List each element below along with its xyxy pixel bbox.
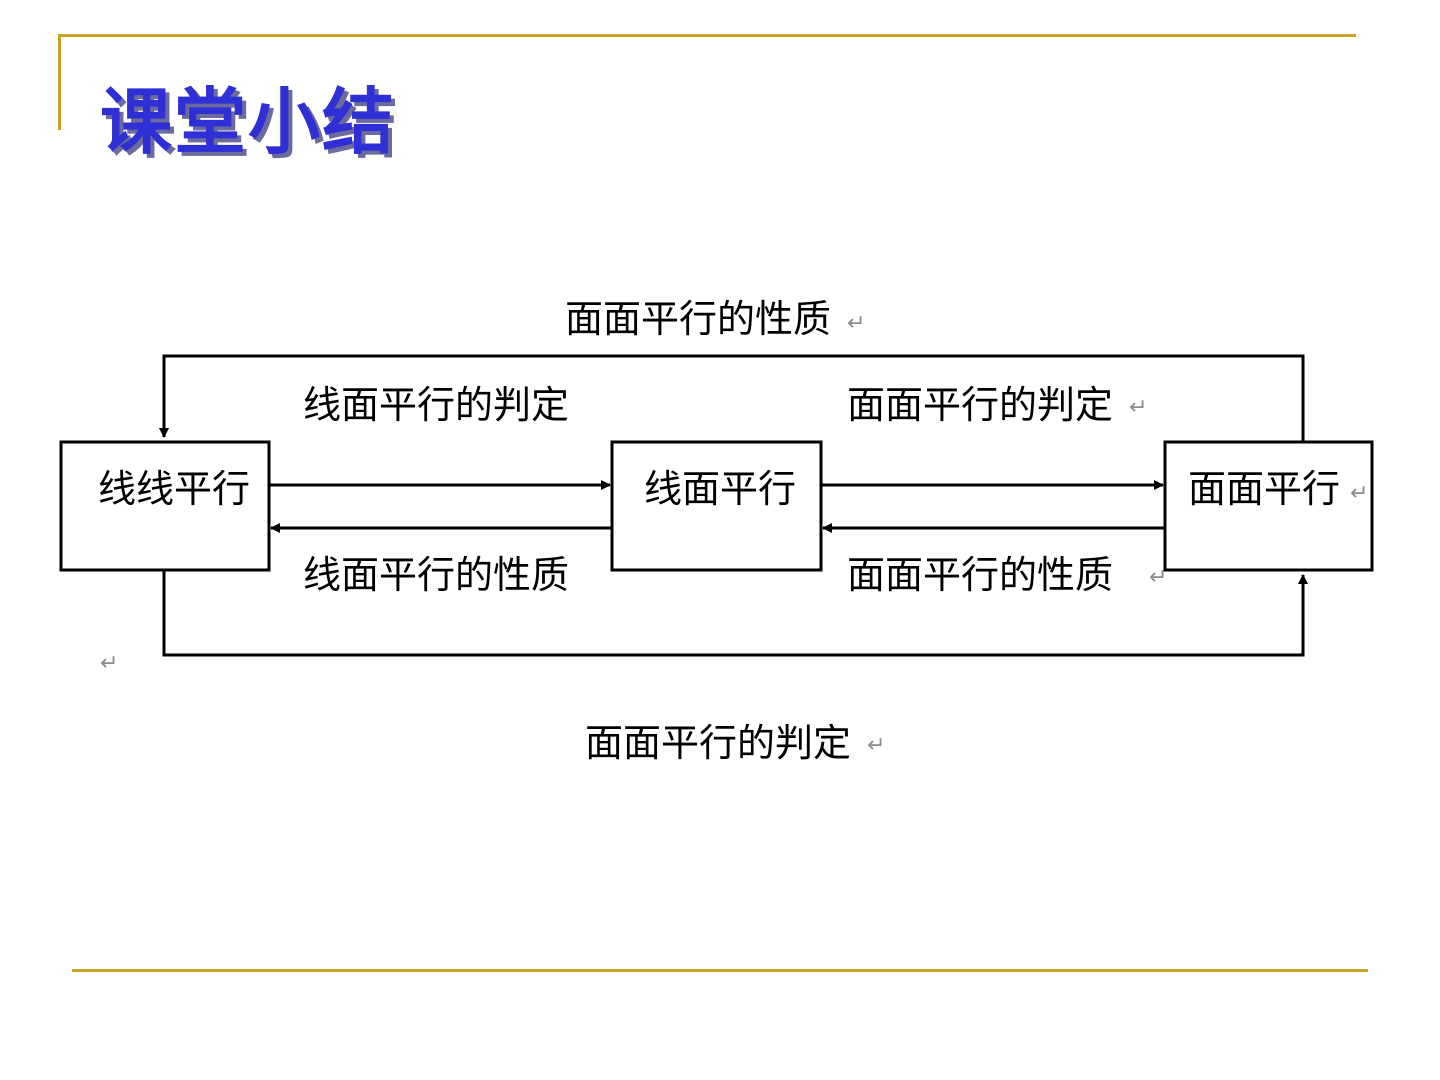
top-loop-connector <box>159 354 1305 441</box>
return-mark: ↵ <box>1129 395 1147 420</box>
edge-label-right-to-middle: 面面平行的性质 <box>847 553 1113 597</box>
top-rule <box>58 34 1356 37</box>
edge-label-middle-to-right: 面面平行的判定 <box>847 383 1113 427</box>
edge-label-bottom-loop: 面面平行的判定 <box>585 721 851 765</box>
bottom-loop-connector <box>162 570 1308 657</box>
return-mark: ↵ <box>1350 481 1368 506</box>
node-label-middle: 线面平行 <box>644 467 796 511</box>
node-box-left <box>59 440 271 572</box>
node-label-right: 面面平行 <box>1188 467 1340 511</box>
return-mark: ↵ <box>100 651 118 676</box>
edge-label-left-to-middle: 线面平行的判定 <box>303 383 569 427</box>
edge-label-middle-to-left: 线面平行的性质 <box>303 553 569 597</box>
node-label-left: 线线平行 <box>98 467 250 511</box>
return-mark: ↵ <box>847 311 865 336</box>
node-box-right <box>1163 440 1374 572</box>
slide-title: 课堂小结 <box>100 80 397 164</box>
return-mark: ↵ <box>1149 565 1167 590</box>
bottom-rule <box>72 969 1368 972</box>
left-rule <box>58 34 61 130</box>
edge-label-top-loop: 面面平行的性质 <box>565 297 831 341</box>
node-box-middle <box>610 440 823 572</box>
return-mark: ↵ <box>867 733 885 758</box>
